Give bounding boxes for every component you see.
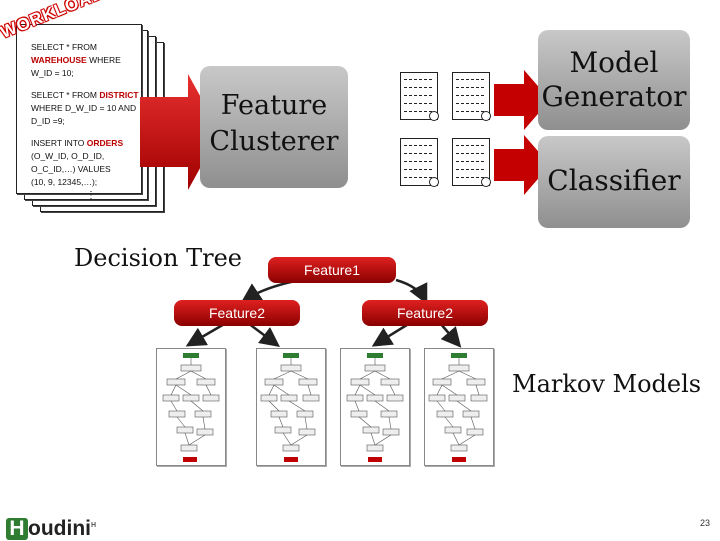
markov-model-1 [156, 348, 226, 466]
markov-graph [260, 353, 320, 462]
markov-model-3 [340, 348, 410, 466]
markov-model-4 [424, 348, 494, 466]
to-model-generator-arrow [494, 70, 550, 130]
gear-icon [429, 177, 439, 187]
cluster-file-icon-1 [400, 72, 439, 121]
gear-icon [481, 177, 491, 187]
tree-node-feature1: Feature1 [268, 257, 396, 283]
decision-tree-label: Decision Tree [74, 244, 242, 272]
tree-node-feature2-right: Feature2 [362, 300, 488, 326]
classifier-box: Classifier [538, 136, 690, 228]
cluster-file-icon-2 [452, 72, 491, 121]
houdini-logo-mark: H [6, 518, 28, 540]
sql-query-3: INSERT INTO ORDERS (O_W_ID, O_D_ID, O_C_… [31, 138, 124, 187]
model-generator-box: Model Generator [538, 30, 690, 130]
gear-icon [481, 111, 491, 121]
page-number: 23 [699, 518, 710, 528]
workload-card-front: SELECT * FROM WAREHOUSE WHERE W_ID = 10;… [16, 24, 142, 194]
workload-ellipsis: ⋮ [86, 190, 96, 201]
sql-query-2: SELECT * FROM DISTRICT WHERE D_W_ID = 10… [31, 90, 139, 126]
markov-graph [162, 353, 220, 462]
cluster-file-icon-4 [452, 138, 491, 187]
tree-node-feature2-left: Feature2 [174, 300, 300, 326]
to-classifier-arrow [494, 135, 550, 195]
markov-models-label: Markov Models [512, 370, 702, 398]
cluster-file-icon-3 [400, 138, 439, 187]
houdini-logo-text: oudini [28, 517, 91, 540]
gear-icon [429, 111, 439, 121]
markov-graph [346, 353, 404, 462]
markov-model-2 [256, 348, 326, 466]
houdini-logo-symbol: H [90, 522, 97, 529]
markov-graph [428, 353, 488, 462]
feature-clusterer-box: Feature Clusterer [200, 66, 348, 188]
sql-query-1: SELECT * FROM WAREHOUSE WHERE W_ID = 10; [31, 42, 121, 78]
